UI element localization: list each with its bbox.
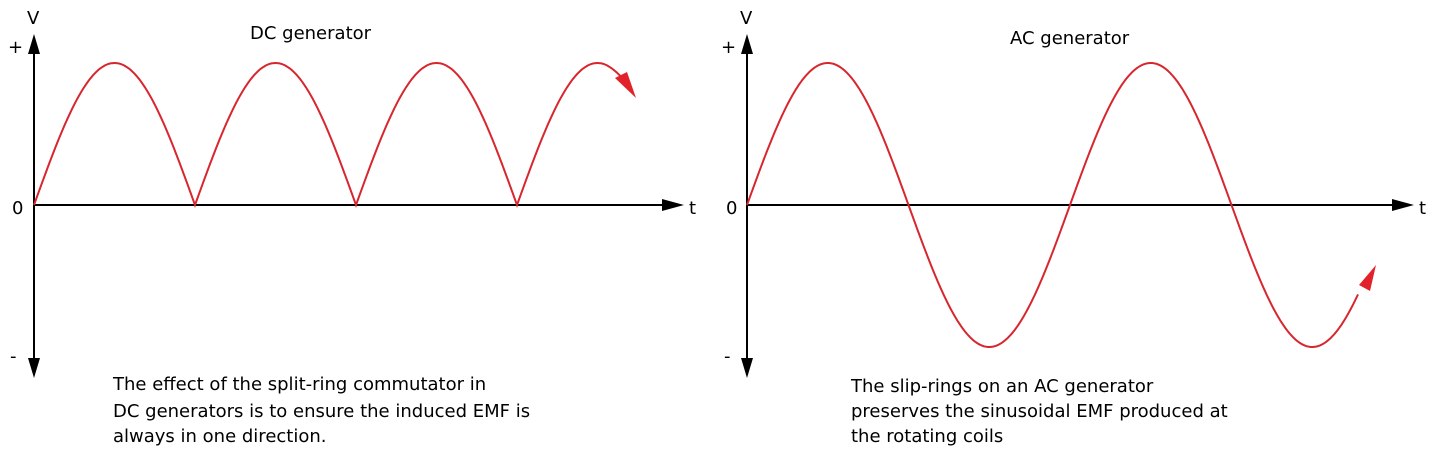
ac-zero-label: 0 — [726, 198, 737, 219]
dc-caption-line-3: always in one direction. — [113, 426, 327, 447]
ac-continuation-arrow — [1359, 265, 1376, 291]
dc-v-label: V — [27, 8, 40, 29]
dc-t-label: t — [689, 198, 696, 219]
ac-x-axis-arrow — [1392, 199, 1414, 211]
dc-panel: V + 0 - t DC generator The effect of the… — [8, 8, 696, 447]
ac-panel: V + 0 - t AC generator The slip-rings on… — [721, 8, 1426, 447]
dc-caption-line-2: DC generators is to ensure the induced E… — [113, 401, 530, 422]
dc-continuation-arrow — [615, 72, 636, 98]
ac-y-axis-up-arrow — [741, 34, 753, 54]
ac-minus-label: - — [724, 346, 731, 367]
ac-plus-label: + — [721, 37, 736, 58]
dc-plus-label: + — [8, 37, 23, 58]
dc-title: DC generator — [250, 23, 372, 44]
dc-caption-line-1: The effect of the split-ring commutator … — [112, 374, 486, 395]
ac-caption-line-3: the rotating coils — [851, 426, 1003, 447]
ac-title: AC generator — [1010, 28, 1130, 49]
dc-y-axis-up-arrow — [28, 34, 40, 54]
dc-minus-label: - — [10, 346, 17, 367]
ac-caption-line-2: preserves the sinusoidal EMF produced at — [851, 401, 1228, 422]
ac-sinusoidal-waveform — [746, 62, 1359, 348]
dc-rectified-waveform — [33, 62, 629, 208]
dc-y-axis-down-arrow — [28, 358, 40, 378]
ac-t-label: t — [1419, 198, 1426, 219]
dc-x-axis-arrow — [662, 199, 684, 211]
ac-v-label: V — [740, 8, 753, 29]
ac-y-axis-down-arrow — [741, 358, 753, 378]
ac-caption-line-1: The slip-rings on an AC generator — [850, 376, 1154, 397]
dc-zero-label: 0 — [12, 198, 23, 219]
